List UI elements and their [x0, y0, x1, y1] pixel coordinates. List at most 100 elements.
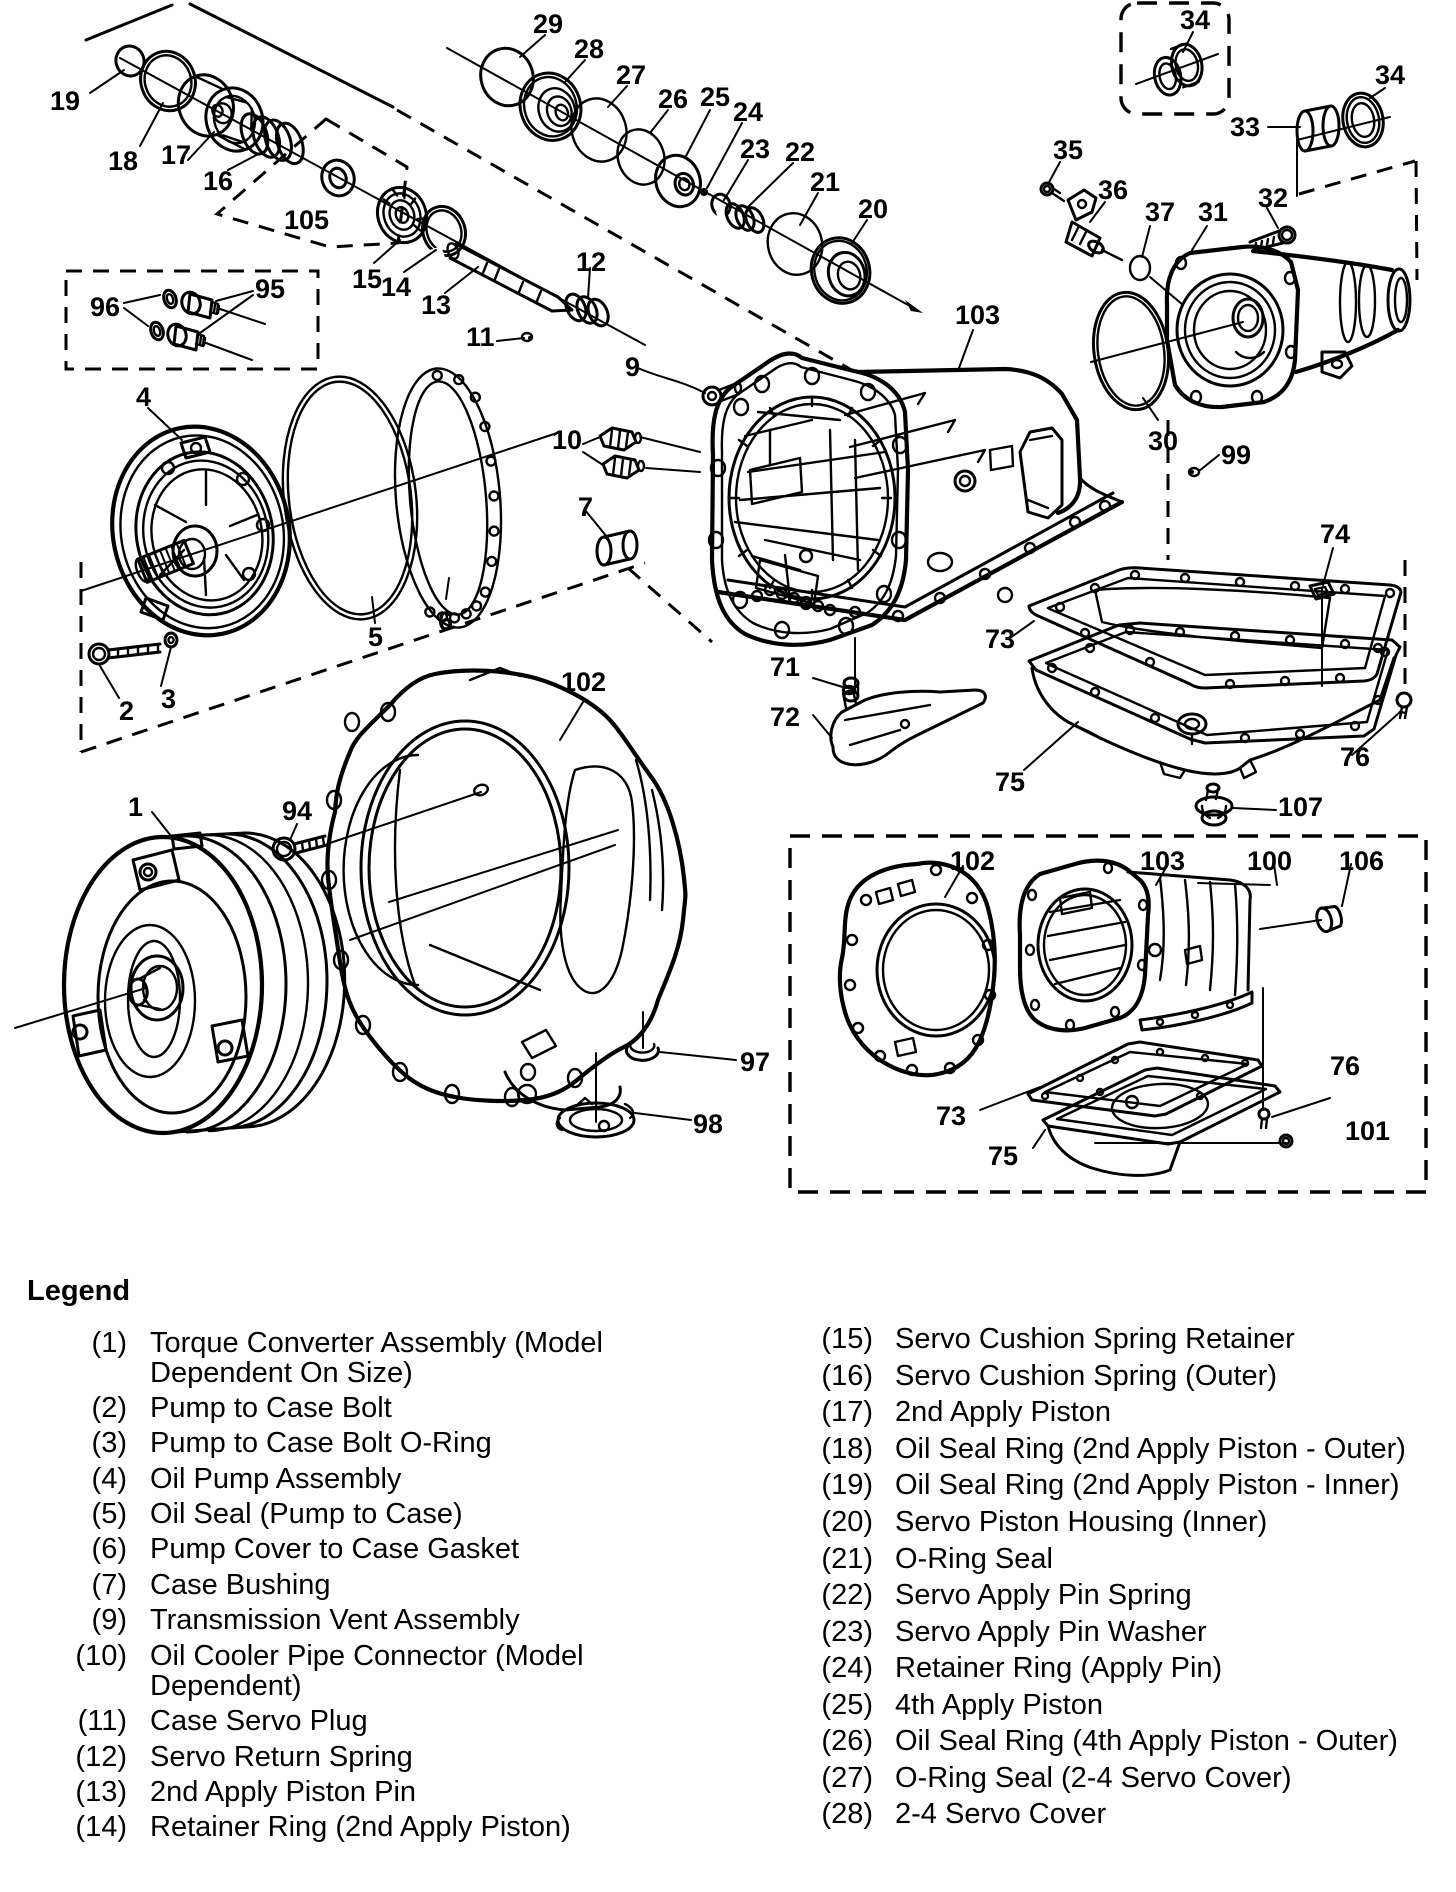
- svg-text:74: 74: [1320, 519, 1350, 549]
- svg-text:35: 35: [1053, 135, 1083, 165]
- svg-text:(1): (1): [92, 1327, 127, 1359]
- svg-text:28: 28: [574, 34, 604, 64]
- svg-text:Case Servo Plug: Case Servo Plug: [150, 1705, 368, 1737]
- svg-text:14: 14: [381, 272, 411, 302]
- svg-text:Oil Seal Ring (2nd Apply Pisto: Oil Seal Ring (2nd Apply Piston - Outer): [895, 1433, 1406, 1465]
- svg-text:20: 20: [858, 194, 888, 224]
- svg-text:(11): (11): [78, 1705, 127, 1737]
- svg-text:(10): (10): [75, 1640, 127, 1672]
- svg-text:Legend: Legend: [27, 1275, 130, 1307]
- svg-text:Servo Cushion Spring (Outer): Servo Cushion Spring (Outer): [895, 1360, 1277, 1392]
- svg-text:5: 5: [368, 622, 383, 652]
- svg-text:(25): (25): [821, 1689, 873, 1721]
- svg-text:13: 13: [421, 290, 451, 320]
- svg-text:103: 103: [1140, 846, 1185, 876]
- svg-text:102: 102: [950, 846, 995, 876]
- svg-text:22: 22: [785, 137, 815, 167]
- svg-text:(18): (18): [821, 1433, 873, 1465]
- svg-text:16: 16: [203, 166, 233, 196]
- svg-text:(3): (3): [92, 1427, 127, 1459]
- svg-text:18: 18: [108, 146, 138, 176]
- svg-text:Servo Apply Pin Washer: Servo Apply Pin Washer: [895, 1616, 1207, 1648]
- svg-text:(16): (16): [821, 1360, 873, 1392]
- svg-text:(15): (15): [821, 1323, 873, 1355]
- svg-text:23: 23: [740, 134, 770, 164]
- svg-text:O-Ring Seal: O-Ring Seal: [895, 1543, 1053, 1575]
- svg-text:(12): (12): [75, 1741, 127, 1773]
- svg-text:34: 34: [1375, 60, 1405, 90]
- svg-text:10: 10: [552, 425, 582, 455]
- svg-text:76: 76: [1340, 742, 1370, 772]
- svg-text:Case Bushing: Case Bushing: [150, 1569, 331, 1601]
- svg-text:(22): (22): [821, 1579, 873, 1611]
- svg-text:71: 71: [770, 652, 800, 682]
- svg-text:31: 31: [1198, 197, 1228, 227]
- svg-text:96: 96: [90, 292, 120, 322]
- svg-text:15: 15: [352, 264, 382, 294]
- svg-text:(7): (7): [92, 1569, 127, 1601]
- svg-text:36: 36: [1098, 175, 1128, 205]
- svg-text:2nd Apply Piston: 2nd Apply Piston: [895, 1396, 1111, 1428]
- svg-text:Torque Converter Assembly (Mod: Torque Converter Assembly (Model: [150, 1327, 603, 1359]
- svg-text:Retainer Ring (Apply Pin): Retainer Ring (Apply Pin): [895, 1652, 1222, 1684]
- svg-text:(20): (20): [821, 1506, 873, 1538]
- svg-text:75: 75: [988, 1141, 1018, 1171]
- svg-text:(27): (27): [821, 1762, 873, 1794]
- svg-text:(26): (26): [821, 1725, 873, 1757]
- svg-text:2nd Apply Piston Pin: 2nd Apply Piston Pin: [150, 1776, 416, 1808]
- svg-text:11: 11: [466, 322, 495, 352]
- svg-text:33: 33: [1230, 112, 1260, 142]
- svg-text:Oil Seal Ring (2nd Apply Pisto: Oil Seal Ring (2nd Apply Piston - Inner): [895, 1469, 1400, 1501]
- svg-text:95: 95: [255, 274, 285, 304]
- svg-text:32: 32: [1258, 183, 1288, 213]
- svg-text:Retainer Ring (2nd Apply Pisto: Retainer Ring (2nd Apply Piston): [150, 1811, 571, 1843]
- svg-text:Pump to Case Bolt O-Ring: Pump to Case Bolt O-Ring: [150, 1427, 492, 1459]
- svg-text:(14): (14): [75, 1811, 127, 1843]
- svg-text:105: 105: [284, 205, 329, 235]
- svg-text:Pump Cover to Case Gasket: Pump Cover to Case Gasket: [150, 1533, 519, 1565]
- svg-text:Transmission Vent Assembly: Transmission Vent Assembly: [150, 1604, 520, 1636]
- svg-text:26: 26: [658, 84, 688, 114]
- svg-text:27: 27: [616, 60, 646, 90]
- svg-text:9: 9: [625, 352, 640, 382]
- svg-text:103: 103: [955, 300, 1000, 330]
- svg-text:19: 19: [50, 86, 80, 116]
- svg-text:(13): (13): [75, 1776, 127, 1808]
- svg-text:12: 12: [576, 247, 606, 277]
- svg-text:Servo Piston Housing (Inner): Servo Piston Housing (Inner): [895, 1506, 1267, 1538]
- svg-text:Servo Cushion Spring Retainer: Servo Cushion Spring Retainer: [895, 1323, 1295, 1355]
- svg-text:34: 34: [1180, 5, 1210, 35]
- svg-text:(24): (24): [821, 1652, 873, 1684]
- svg-text:Oil Seal (Pump to Case): Oil Seal (Pump to Case): [150, 1498, 463, 1530]
- svg-text:72: 72: [770, 702, 800, 732]
- svg-text:29: 29: [533, 9, 563, 39]
- svg-text:97: 97: [740, 1047, 770, 1077]
- svg-text:Dependent On Size): Dependent On Size): [150, 1357, 413, 1389]
- svg-text:Servo Apply Pin Spring: Servo Apply Pin Spring: [895, 1579, 1192, 1611]
- svg-text:24: 24: [733, 97, 763, 127]
- svg-text:25: 25: [700, 82, 730, 112]
- svg-text:94: 94: [282, 796, 312, 826]
- svg-text:(21): (21): [821, 1543, 873, 1575]
- svg-text:1: 1: [128, 792, 143, 822]
- svg-text:(28): (28): [821, 1798, 873, 1830]
- svg-text:17: 17: [161, 140, 191, 170]
- svg-text:106: 106: [1339, 846, 1384, 876]
- svg-text:(2): (2): [92, 1392, 127, 1424]
- svg-text:Oil Cooler Pipe Connector (Mod: Oil Cooler Pipe Connector (Model: [150, 1640, 584, 1672]
- svg-text:107: 107: [1278, 792, 1323, 822]
- svg-text:21: 21: [810, 167, 840, 197]
- svg-text:Pump to Case Bolt: Pump to Case Bolt: [150, 1392, 392, 1424]
- svg-text:100: 100: [1247, 846, 1292, 876]
- svg-text:(9): (9): [92, 1604, 127, 1636]
- svg-text:2: 2: [119, 696, 134, 726]
- svg-text:Dependent): Dependent): [150, 1670, 302, 1702]
- svg-text:(23): (23): [821, 1616, 873, 1648]
- svg-text:(4): (4): [92, 1463, 127, 1495]
- svg-text:30: 30: [1148, 426, 1178, 456]
- svg-text:75: 75: [995, 767, 1025, 797]
- svg-text:7: 7: [578, 492, 593, 522]
- svg-text:(17): (17): [821, 1396, 873, 1428]
- svg-text:2-4 Servo Cover: 2-4 Servo Cover: [895, 1798, 1106, 1830]
- svg-text:73: 73: [936, 1101, 966, 1131]
